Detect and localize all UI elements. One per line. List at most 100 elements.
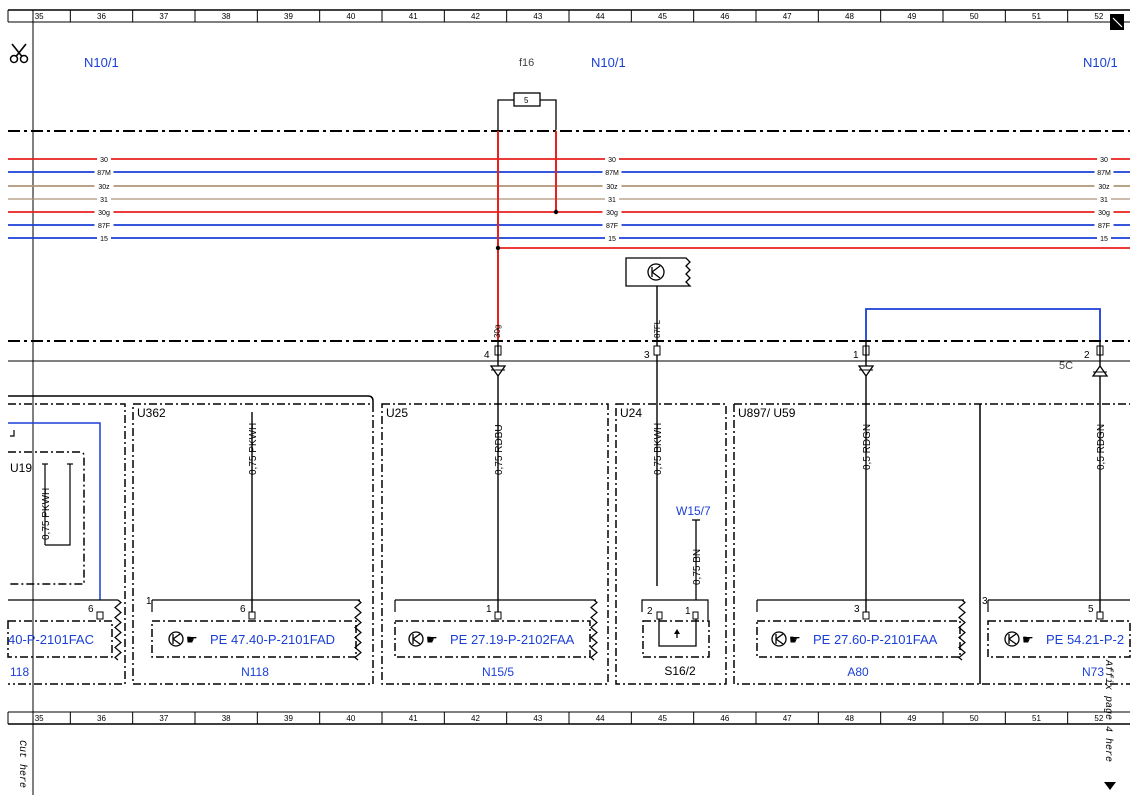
- connector-pins: 4 3 1 2 5C: [484, 345, 1104, 372]
- affix-label: Affix page 4 here: [1102, 659, 1114, 762]
- component-name: N15/5: [482, 665, 514, 679]
- ruler-column-label: 38: [222, 12, 231, 21]
- ref-n10-left: N10/1: [84, 55, 119, 70]
- pin-label: 4: [484, 350, 490, 361]
- bus-label: 87F: [98, 223, 110, 230]
- conn-5c-label: 5C: [1059, 360, 1073, 372]
- wire-label: 0,5 RDGN: [1096, 424, 1107, 470]
- ruler-column-label: 48: [845, 714, 854, 723]
- component-name: N73: [1082, 665, 1104, 679]
- ruler-column-label: 46: [720, 714, 729, 723]
- ruler-column-label: 48: [845, 12, 854, 21]
- pointing-hand-icon: ☛: [186, 633, 198, 648]
- module-frames: [8, 403, 1130, 685]
- pin-label: 1: [685, 606, 691, 617]
- u19-box: [8, 422, 101, 600]
- component-ref: PE 27.60-P-2101FAA: [813, 632, 938, 647]
- ref-n10-right: N10/1: [1083, 55, 1118, 70]
- direction-arrows: [489, 364, 1109, 378]
- junction-dot: [495, 245, 501, 251]
- ruler-column-label: 37: [159, 714, 168, 723]
- ruler-column-label: 45: [658, 714, 667, 723]
- ruler-column-label: 36: [97, 714, 106, 723]
- transistor-icon: [168, 631, 184, 647]
- module-label-u362: U362: [137, 406, 166, 420]
- ruler-column-label: 44: [596, 714, 605, 723]
- pin-label: 6: [240, 604, 246, 615]
- bus-label: 31: [100, 197, 108, 204]
- ruler-column-label: 36: [97, 12, 106, 21]
- bus-lines: [8, 158, 1130, 239]
- corner-label: 3: [982, 596, 988, 607]
- module-label-u24: U24: [620, 406, 642, 420]
- pin-label: 1: [853, 350, 859, 361]
- pin-label: 5: [1088, 604, 1094, 615]
- wire-label: 0,75 PKWH: [248, 423, 259, 475]
- ref-n10-center: N10/1: [591, 55, 626, 70]
- bus-label: 31: [608, 197, 616, 204]
- module-label-u25: U25: [386, 406, 408, 420]
- component-ref: 40-P-2101FAC: [8, 632, 94, 647]
- component-name: S16/2: [664, 664, 696, 678]
- ruler-column-label: 51: [1032, 12, 1041, 21]
- bus-label: 31: [1100, 197, 1108, 204]
- blue-loop-wire: [865, 308, 1101, 340]
- fuse-value: 5: [524, 96, 529, 105]
- component-ref: PE 27.19-P-2102FAA: [450, 632, 575, 647]
- ruler-column-label: 50: [970, 714, 979, 723]
- ruler-column-label: 40: [346, 12, 355, 21]
- bus-label: 30z: [1098, 184, 1110, 191]
- ruler-column-label: 44: [596, 12, 605, 21]
- bus-label: 15: [608, 236, 616, 243]
- page-corner-icon: [1110, 14, 1124, 30]
- cut-here-label: Cut here: [16, 740, 28, 788]
- bus-label: 30: [1100, 157, 1108, 164]
- ruler-column-label: 49: [907, 714, 916, 723]
- ruler-column-label: 42: [471, 12, 480, 21]
- module-label-u19: U19: [10, 461, 32, 475]
- module-label-u897: U897/ U59: [738, 406, 796, 420]
- ground-label: W15/7: [676, 504, 711, 518]
- bus-label: 30z: [606, 184, 618, 191]
- ruler-column-label: 45: [658, 12, 667, 21]
- ruler-column-label: 35: [35, 12, 44, 21]
- bus-label: 87M: [1097, 170, 1111, 177]
- bus-label: 15: [1100, 236, 1108, 243]
- ruler-column-label: 49: [907, 12, 916, 21]
- ruler-column-label: 37: [159, 12, 168, 21]
- transistor-icon: [408, 631, 424, 647]
- component-ref: PE 54.21-P-2: [1046, 632, 1124, 647]
- ruler-column-label: 39: [284, 714, 293, 723]
- ruler-column-label: 47: [783, 714, 792, 723]
- bus-label: 87F: [1098, 223, 1110, 230]
- ruler-column-label: 52: [1094, 714, 1103, 723]
- pointing-hand-icon: ☛: [426, 633, 438, 648]
- bus-label: 87M: [97, 170, 111, 177]
- fuse-label: f16: [519, 57, 534, 69]
- scissors-icon: [9, 43, 29, 64]
- pin-label: 3: [644, 350, 650, 361]
- ruler-column-label: 42: [471, 714, 480, 723]
- ruler-column-label: 35: [35, 714, 44, 723]
- ruler-column-label: 52: [1094, 12, 1103, 21]
- bus-label: 30g: [1098, 210, 1110, 217]
- ruler-column-label: 38: [222, 714, 231, 723]
- pin-label: 3: [854, 604, 860, 615]
- wire-label: 0,75 BKWH: [653, 423, 664, 475]
- bus-label: 30z: [98, 184, 110, 191]
- wire-label: 0,75 BN: [692, 549, 703, 585]
- wire-code-87fl: 87FL: [653, 319, 662, 338]
- corner-label: 1: [146, 596, 152, 607]
- pin-label: 2: [647, 606, 653, 617]
- ruler-column-label: 51: [1032, 714, 1041, 723]
- bus-label: 30g: [606, 210, 618, 217]
